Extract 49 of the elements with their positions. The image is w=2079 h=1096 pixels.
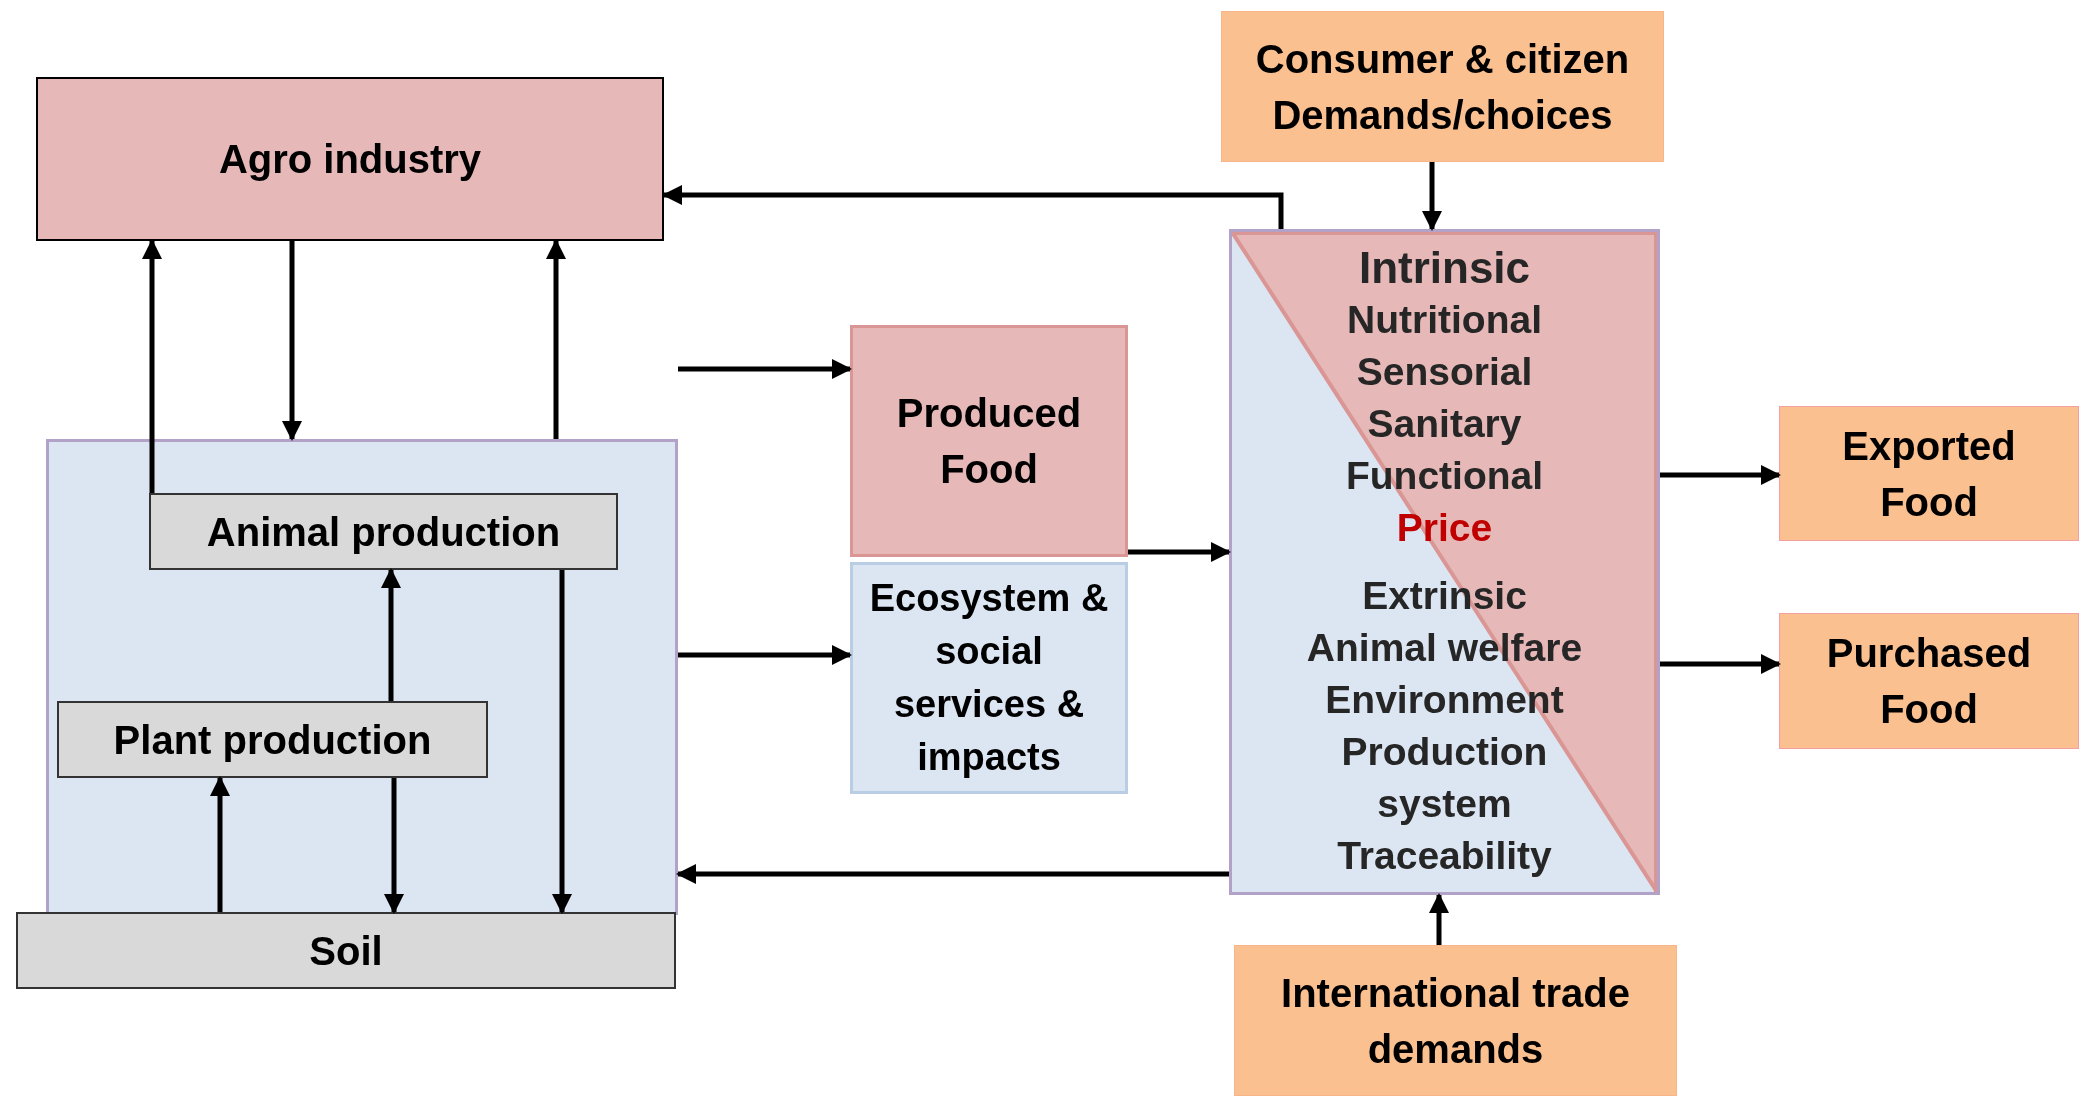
food-box [850,325,1128,557]
attribute-text: Animal welfare [1306,625,1583,671]
industry-box [36,77,664,241]
arrow [1128,542,1231,562]
arrow [662,185,1284,229]
arrow [210,776,230,912]
arrow [678,645,852,665]
output-box [1779,406,2079,541]
demand-box [1221,11,1664,162]
quality-attributes-box [1229,229,1660,895]
services-box [850,562,1128,794]
arrow [1660,465,1781,485]
arrow [1422,162,1442,231]
attribute-text: Functional [1345,453,1544,499]
box-label: International trade demands [1280,969,1631,1073]
process-box [57,701,488,778]
box-label: Animal production [206,508,561,556]
arrow [552,570,572,914]
box-label: Soil [309,927,383,975]
arrow [142,239,162,493]
soil-bar [16,912,676,989]
attribute-text: Traceability [1337,833,1552,879]
arrow [384,778,404,914]
farm-system-panel [46,439,678,915]
arrow [381,568,401,701]
attribute-text: Sensorial [1356,349,1533,395]
arrow [1429,893,1449,945]
attribute-text: Sanitary [1367,401,1522,447]
attribute-text: Production system [1340,729,1549,827]
attribute-text: Environment [1325,677,1564,723]
arrow [546,239,566,439]
box-label: Consumer & citizen Demands/choices [1254,35,1631,139]
arrow [678,359,852,379]
box-label: Produced Food [895,390,1083,493]
attribute-text: Price [1396,505,1493,551]
box-label: Exported Food [1841,422,2017,526]
box-label: Agro industry [218,136,482,183]
box-label: Purchased Food [1825,630,2033,733]
demand-box [1234,945,1677,1096]
arrow [676,864,1229,884]
heading-text: Extrinsic [1362,573,1527,619]
process-box [149,493,618,570]
box-label: Plant production [113,716,432,764]
output-box [1779,613,2079,749]
arrow [282,241,302,441]
attribute-text: Nutritional [1347,297,1542,343]
arrow [1660,654,1781,674]
box-label: Ecosystem & social services & impacts [868,575,1110,781]
heading-text: Intrinsic [1358,242,1531,294]
